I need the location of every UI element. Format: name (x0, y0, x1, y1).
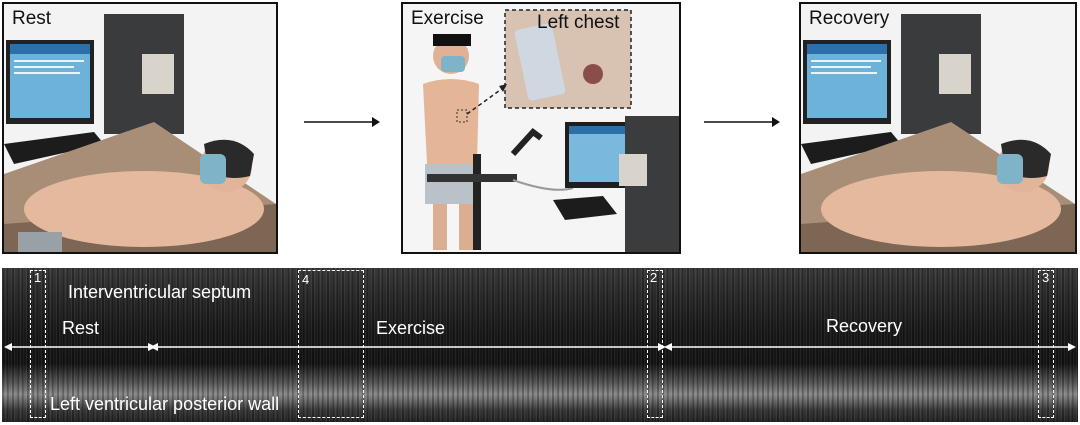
arrow-right-icon (304, 117, 380, 127)
exercise-panel-label: Exercise (411, 8, 484, 29)
recovery-photo-panel: Recovery (799, 2, 1077, 254)
marker-label-4: 4 (302, 272, 310, 287)
exercise-scene-illustration (403, 4, 679, 252)
recovery-panel-label: Recovery (809, 8, 890, 29)
marker-label-2: 2 (650, 270, 658, 285)
posterior-wall-label: Left ventricular posterior wall (50, 394, 280, 414)
marker-box-4 (298, 270, 364, 418)
phase-exercise-label: Exercise (376, 318, 446, 338)
exercise-photo-panel: Exercise Left chest (401, 2, 681, 254)
inset-label: Left chest (537, 12, 620, 33)
marker-box-3 (1038, 270, 1054, 418)
rest-scene-illustration (4, 4, 276, 252)
phase-recovery-label: Recovery (826, 316, 903, 336)
marker-box-2 (647, 270, 663, 418)
marker-label-1: 1 (34, 270, 42, 285)
arrow-right-icon (704, 117, 780, 127)
marker-box-1 (30, 270, 46, 418)
septum-label: Interventricular septum (68, 282, 252, 302)
m-mode-ultrasound-strip: 1 4 2 3 Interventricular septum Rest Exe… (2, 268, 1078, 422)
recovery-scene-illustration (801, 4, 1075, 252)
rest-panel-label: Rest (12, 8, 52, 29)
phase-rest-label: Rest (62, 318, 100, 338)
phase-arrows (4, 343, 1076, 351)
marker-label-3: 3 (1042, 270, 1050, 285)
rest-photo-panel: Rest (2, 2, 278, 254)
